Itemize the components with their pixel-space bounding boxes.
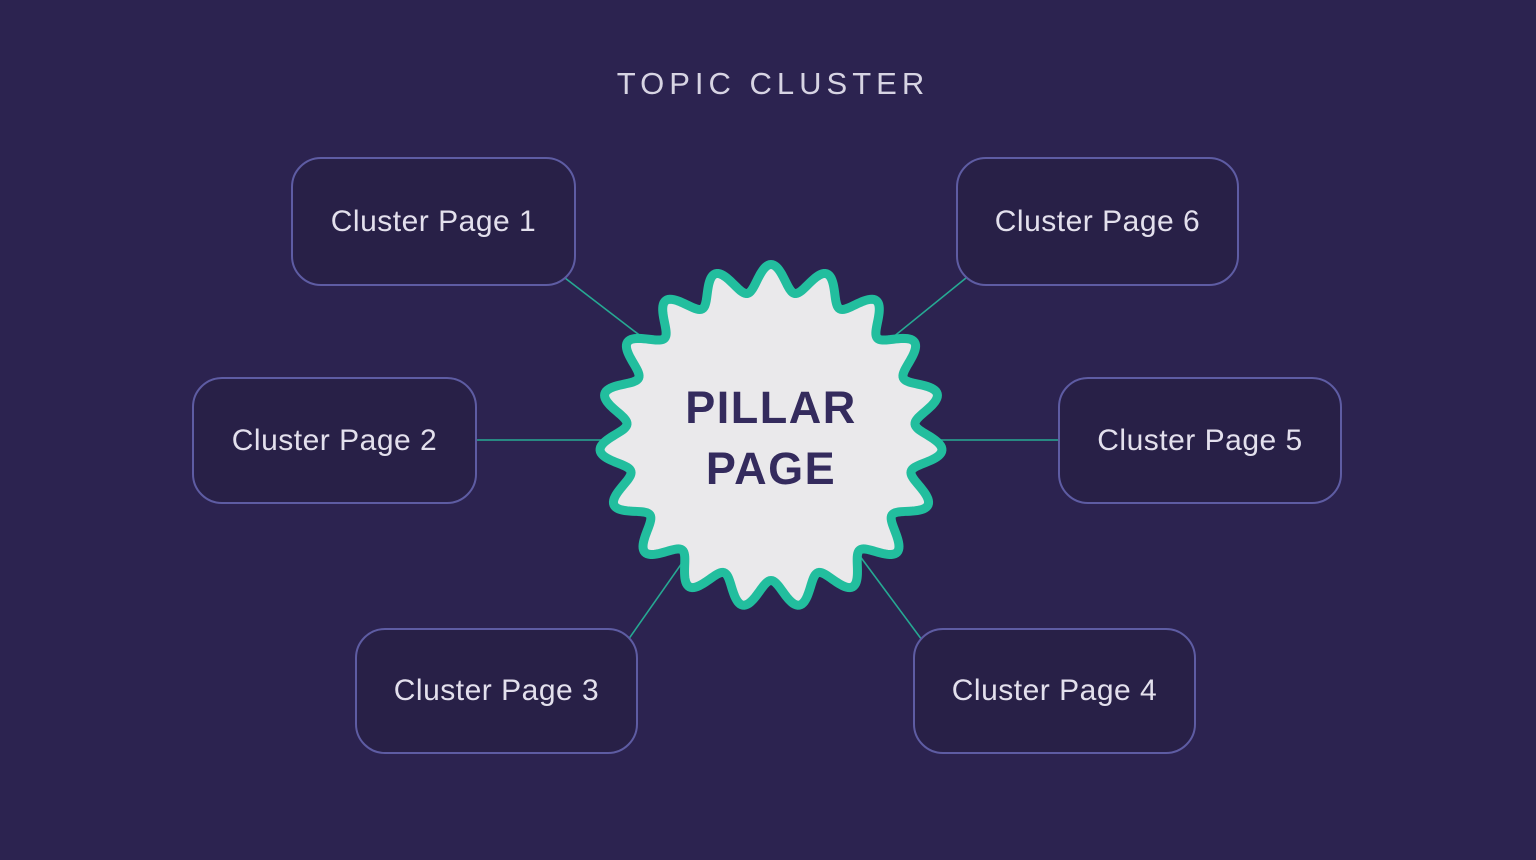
cluster-page-5-node: Cluster Page 5 [1058,377,1342,504]
cluster-page-1-label: Cluster Page 1 [330,204,537,238]
cluster-page-1-node: Cluster Page 1 [291,157,576,286]
cluster-page-6-node: Cluster Page 6 [956,157,1239,286]
cluster-page-6-label: Cluster Page 6 [994,204,1201,238]
pillar-page-label-line2: PAGE [705,443,837,494]
pillar-page-label: PILLAR PAGE [571,377,971,499]
cluster-page-4-label: Cluster Page 4 [951,674,1158,707]
cluster-page-4-node: Cluster Page 4 [913,628,1196,754]
cluster-page-3-label: Cluster Page 3 [393,674,600,707]
pillar-page-badge-shape [595,259,947,610]
cluster-page-3-node: Cluster Page 3 [355,628,638,754]
cluster-page-2-node: Cluster Page 2 [192,377,477,504]
pillar-page-label-line1: PILLAR [685,382,857,433]
cluster-page-2-label: Cluster Page 2 [231,423,438,457]
cluster-page-5-label: Cluster Page 5 [1097,423,1303,457]
diagram-title: TOPIC CLUSTER [616,66,930,101]
